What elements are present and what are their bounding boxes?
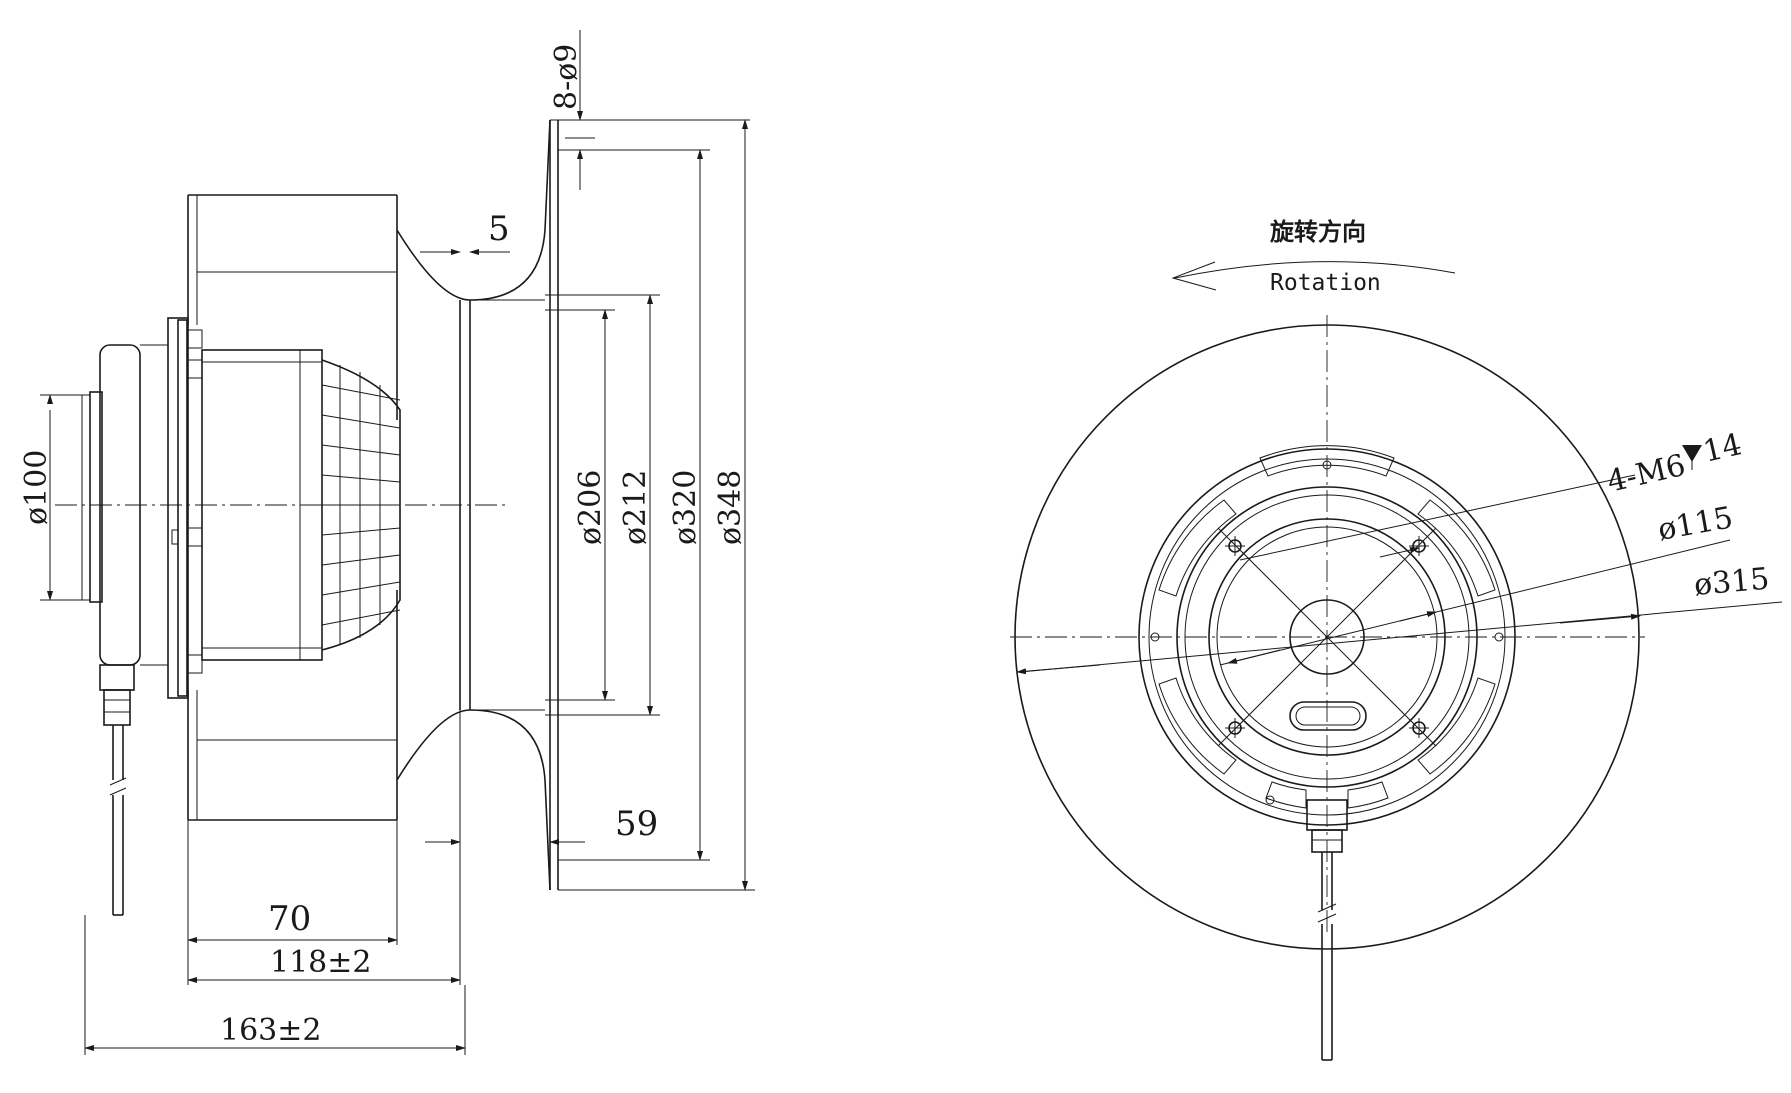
label-inlet-depth: 59 [615,804,658,844]
label-total-length: 163±2 [220,1013,321,1048]
label-mount-threads: 4-M6 [1604,448,1689,500]
label-inlet-dia: ø206 [573,470,608,545]
front-dims: 4-M6 14 ø115 ø315 [1016,427,1783,675]
dim-motor-dia: ø100 [19,394,82,601]
side-view: 8-ø9 5 ø100 ø206 ø212 [19,30,755,1055]
label-motor-dia: ø100 [19,450,54,525]
label-inlet-outer-dia: ø212 [618,470,653,545]
label-flange-dia: ø348 [713,470,748,545]
label-impeller-width: 118±2 [270,945,371,980]
mounting-plate [167,317,203,699]
motor-rings [1138,448,1516,826]
ventilation-slots [1158,445,1496,809]
label-flange-offset: 5 [488,209,510,249]
front-cable [1306,799,1348,1061]
cable-gland [99,664,135,916]
label-mount-depth: 14 [1700,427,1745,470]
rotation-arrow [1174,261,1456,279]
label-impeller-dia: ø315 [1693,562,1771,603]
label-bolt-circle: ø115 [1655,500,1735,548]
front-view: 旋转方向 Rotation [1010,218,1783,1061]
motor-body [81,344,401,666]
rotation-arrowhead [1171,261,1217,291]
label-bolt-holes: 8-ø9 [549,44,584,110]
rotation-label-en: Rotation [1270,270,1381,296]
dim-lengths: 70 118±2 163±2 [84,820,466,1055]
impeller-outline [187,194,398,821]
dim-diameters: ø206 ø212 ø320 ø348 [545,119,755,891]
impeller-circle [1014,324,1640,950]
dim-flange-offset: 5 [420,209,510,255]
dim-bolt-holes: 8-ø9 [549,30,750,190]
dim-inlet-depth: 59 [425,710,658,855]
rotation-label-cn: 旋转方向 [1269,218,1366,246]
depth-symbol-icon [1682,445,1702,462]
inlet-bell [396,119,559,891]
front-diag-2 [1217,527,1437,747]
label-outer-dia: ø320 [668,470,703,545]
rotation-indicator: 旋转方向 Rotation [1171,218,1456,296]
label-impeller-height: 70 [268,899,311,939]
